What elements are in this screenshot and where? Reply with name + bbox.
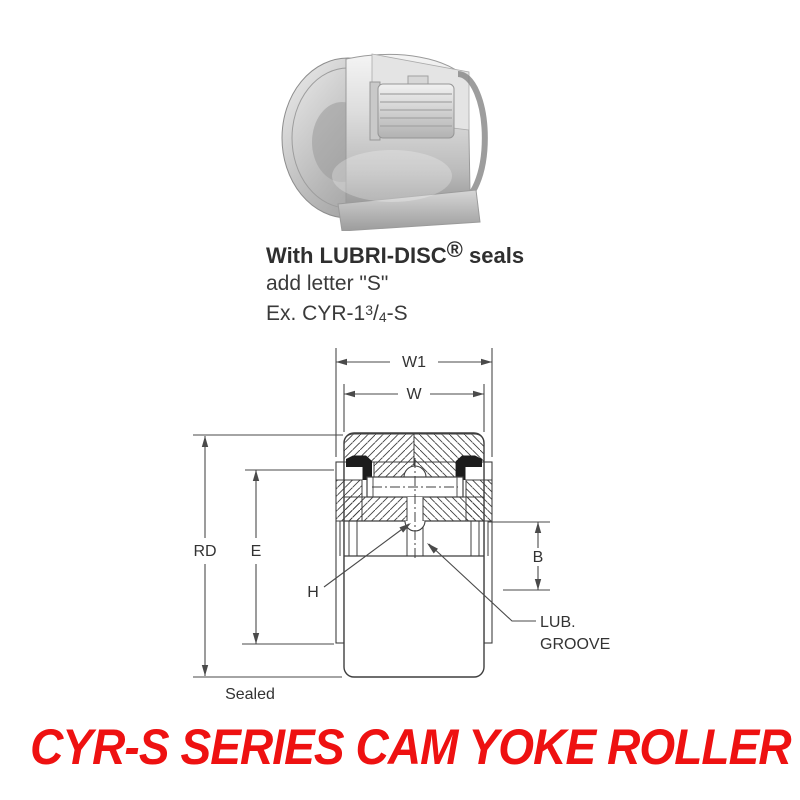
label-sealed: Sealed (225, 686, 275, 703)
caption-brand: With LUBRI-DISC (266, 243, 447, 268)
seal-left (346, 455, 372, 480)
caption-line-1: With LUBRI-DISC® seals (266, 236, 524, 270)
label-lub: LUB. (540, 614, 576, 631)
label-rd: RD (193, 543, 216, 560)
caption-line-2: add letter "S" (266, 272, 389, 295)
dimension-lines (193, 348, 550, 678)
series-title-bar: CYR-S SERIES CAM YOKE ROLLER (29, 712, 792, 782)
technical-drawing-main: W1 W RD E B H LUB. GROOVE Sealed (185, 340, 665, 705)
bore-view-edges (339, 521, 489, 556)
needle-hub (369, 75, 455, 141)
metal-highlight (332, 150, 452, 202)
caption-line-3: Ex. CYR-13/4-S (266, 302, 408, 325)
label-b: B (533, 549, 544, 566)
lubri-disc-seals (346, 455, 482, 480)
dimension-arrowheads (201, 358, 542, 676)
yoke-bracket (337, 189, 481, 232)
h-leader-line (323, 523, 410, 588)
bearing-photo-illustration (281, 53, 488, 232)
label-w1: W1 (402, 354, 426, 371)
label-h: H (307, 584, 319, 601)
label-e: E (251, 543, 262, 560)
label-w: W (406, 386, 422, 403)
seal-right (456, 455, 482, 480)
registered-mark: ® (446, 237, 463, 262)
photo-caption: With LUBRI-DISC® seals add letter "S" Ex… (266, 236, 524, 331)
cross-section-drawing: W1 W RD E B H LUB. GROOVE Sealed (193, 348, 610, 703)
caption-seals: seals (462, 243, 525, 268)
dimension-labels: W1 W RD E B H LUB. GROOVE Sealed (193, 354, 610, 703)
bore-and-axis-lines (344, 520, 484, 557)
bearing-photo (280, 26, 502, 232)
label-groove: GROOVE (540, 636, 610, 653)
series-title: CYR-S SERIES CAM YOKE ROLLER (29, 719, 792, 775)
lub-groove-leader-line (428, 543, 536, 622)
